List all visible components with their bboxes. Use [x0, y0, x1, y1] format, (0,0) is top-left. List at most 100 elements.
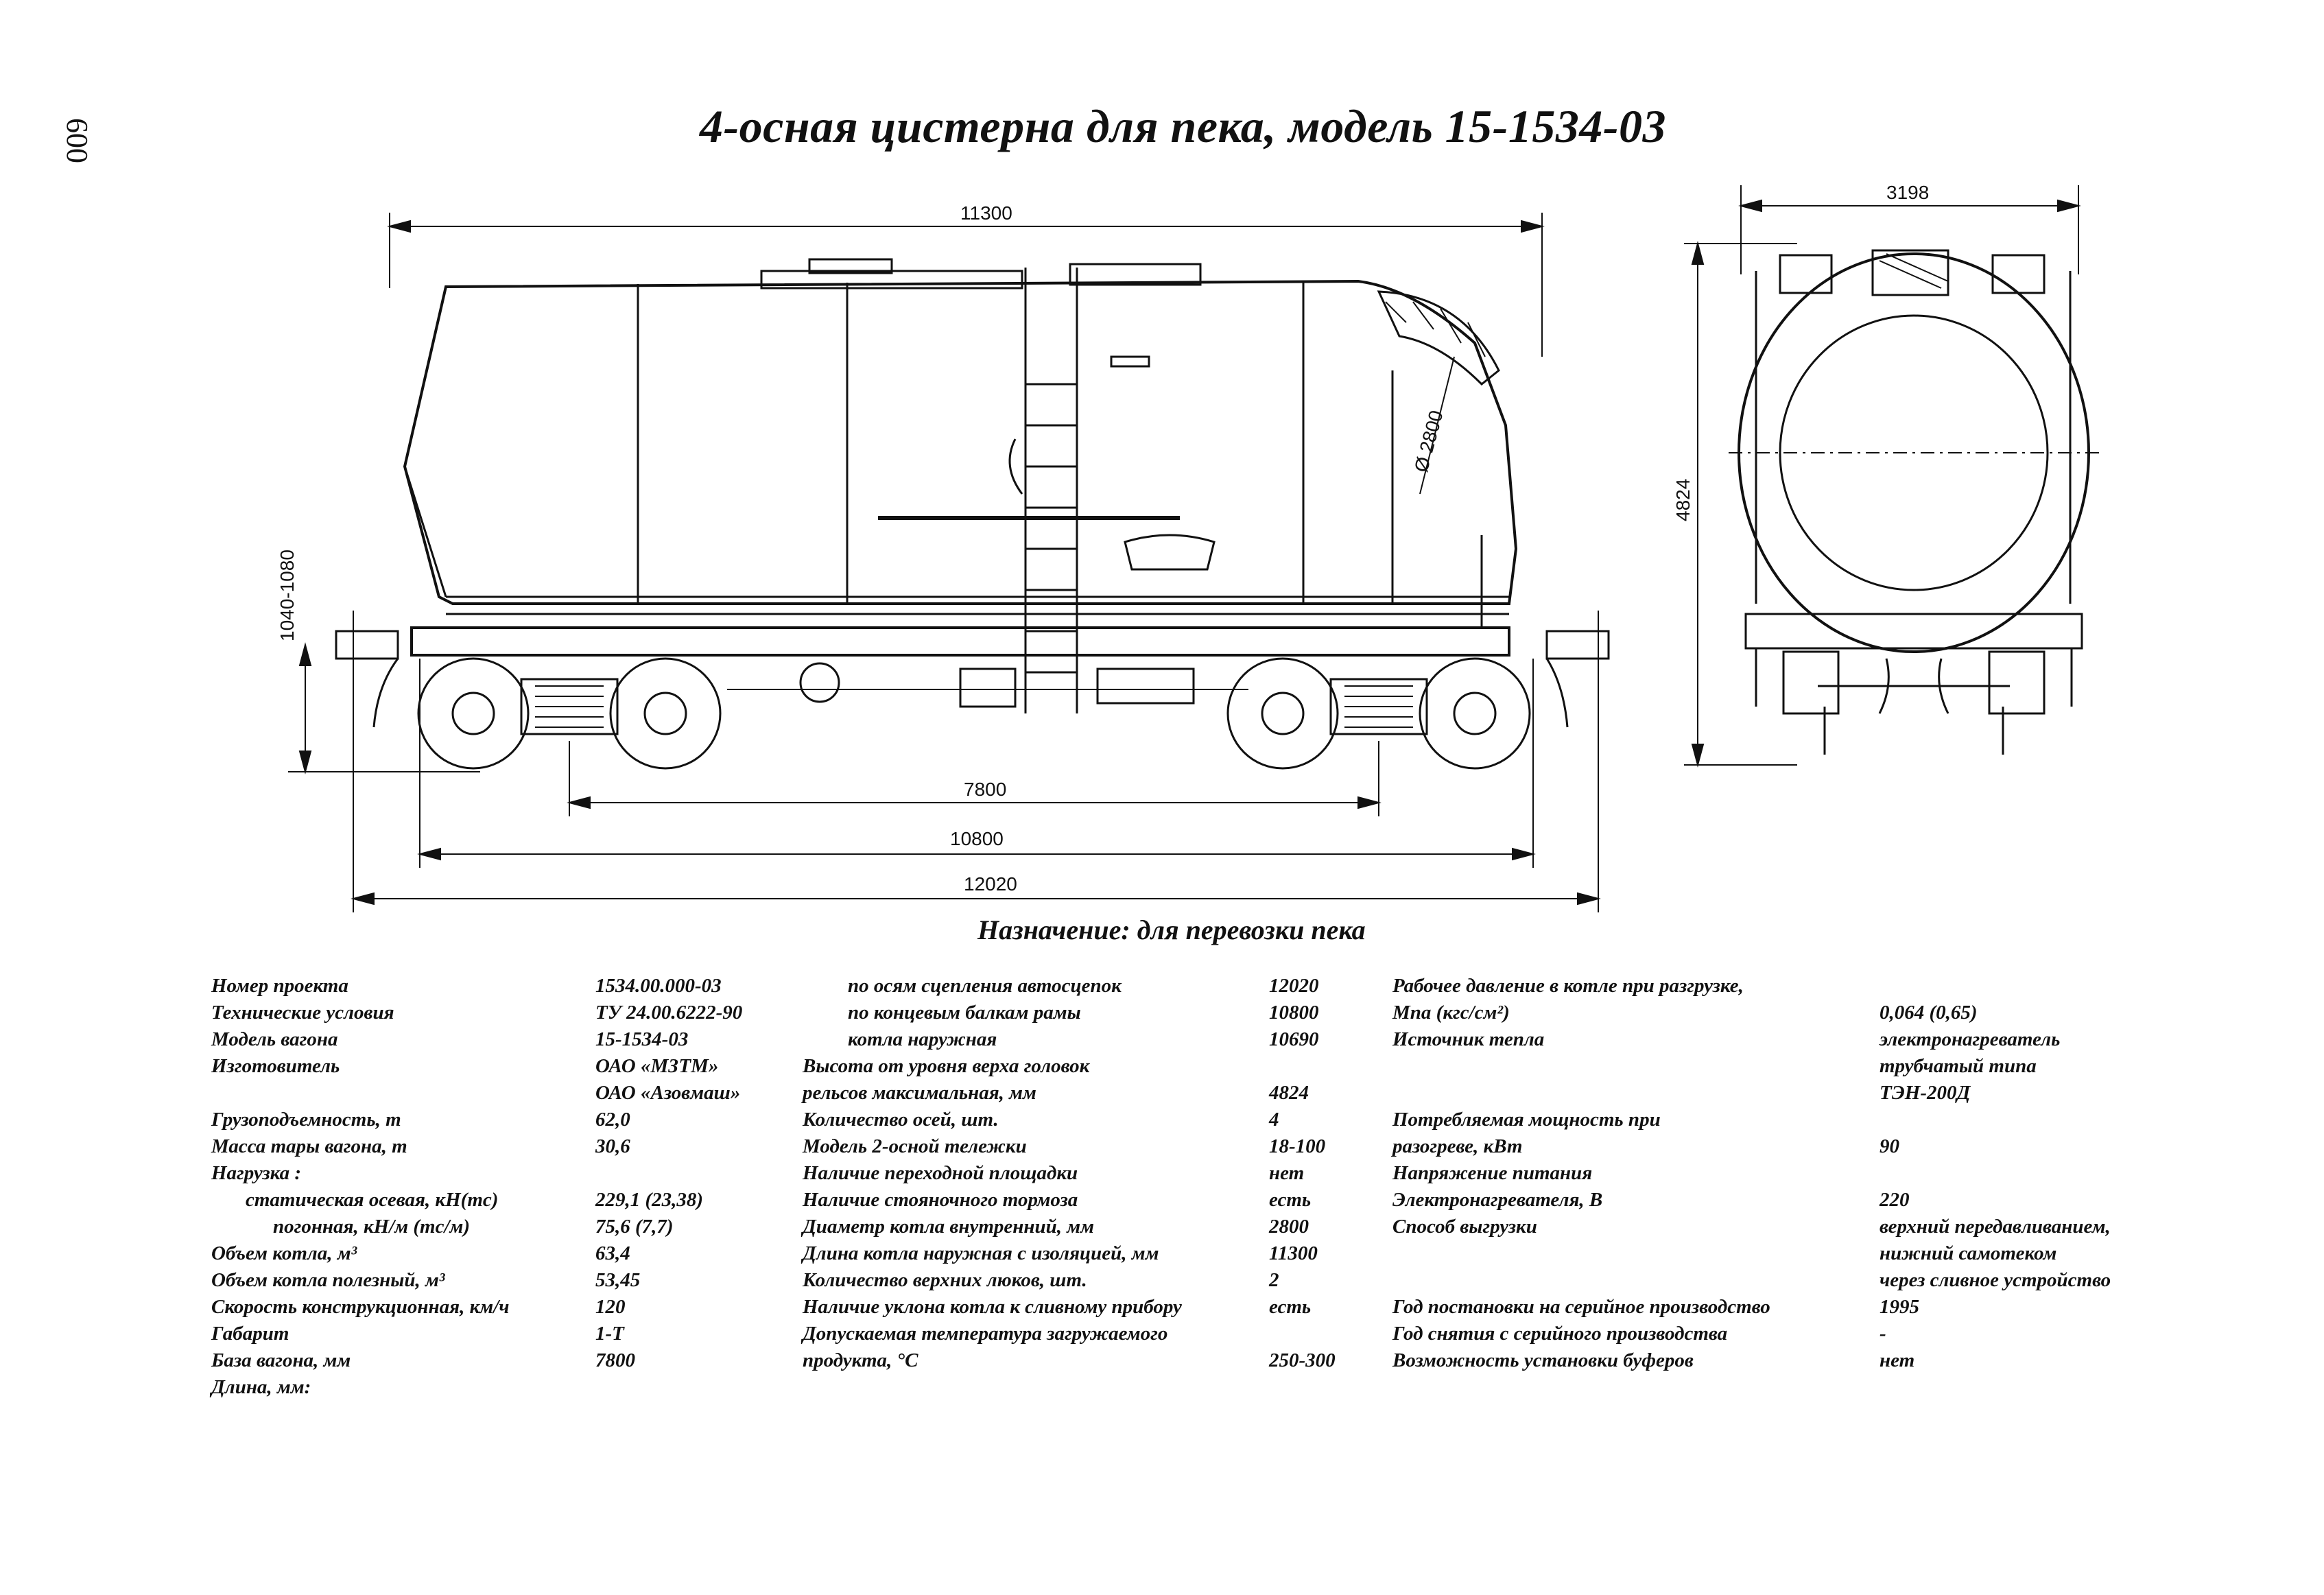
spec-label: Технические условия	[211, 1002, 394, 1024]
spec-value: 120	[595, 1296, 626, 1318]
spec-column-5-labels: Рабочее давление в котле при разгрузке, …	[1392, 973, 1770, 1401]
spec-value: 229,1 (23,38)	[595, 1189, 704, 1211]
spec-value	[1880, 1160, 2111, 1187]
spec-label	[803, 1374, 1182, 1401]
spec-value: 7800	[595, 1349, 635, 1371]
spec-value: верхний передавливанием,	[1880, 1216, 2111, 1238]
spec-label	[1392, 1053, 1770, 1080]
spec-value: 2800	[1269, 1216, 1309, 1238]
spec-label: Потребляемая мощность при	[1392, 1109, 1661, 1131]
spec-label: Масса тары вагона, т	[211, 1135, 407, 1157]
spec-value	[595, 1374, 742, 1401]
side-view-dimensions	[288, 213, 1601, 912]
right-bogie	[1226, 657, 1531, 770]
spec-value: есть	[1269, 1296, 1312, 1318]
spec-label: по концевым балкам рамы	[848, 1002, 1081, 1024]
page-title: 4-осная цистерна для пека, модель 15-153…	[700, 100, 1666, 152]
dim-11300: 11300	[960, 202, 1012, 224]
spec-label: Скорость конструкционная, км/ч	[211, 1296, 510, 1318]
spec-value: 1995	[1880, 1296, 1919, 1318]
spec-label: Диаметр котла внутренний, мм	[803, 1216, 1094, 1238]
spec-value: ТУ 24.00.6222-90	[595, 1002, 743, 1024]
spec-label: Мпа (кгс/см²)	[1392, 1002, 1510, 1024]
spec-column-3-labels: по осям сцепления автосцепок по концевым…	[803, 973, 1182, 1401]
spec-value: 15-1534-03	[595, 1028, 689, 1050]
spec-label: Источник тепла	[1392, 1028, 1545, 1050]
end-view-drawing	[1738, 249, 2090, 755]
spec-column-6-values: 0,064 (0,65) электронагреватель трубчаты…	[1880, 973, 2111, 1401]
spec-label	[211, 1080, 509, 1107]
spec-label: Напряжение питания	[1392, 1162, 1593, 1184]
dim-7800: 7800	[964, 779, 1006, 800]
spec-label: Год снятия с серийного производства	[1392, 1323, 1728, 1345]
spec-value	[1880, 1374, 2111, 1401]
spec-value: 63,4	[595, 1242, 630, 1264]
spec-label: Возможность установки буферов	[1392, 1349, 1694, 1371]
spec-value: 10800	[1269, 1002, 1319, 1024]
spec-label: Электронагревателя, В	[1392, 1189, 1603, 1211]
spec-value: нет	[1880, 1349, 1915, 1371]
spec-label	[1392, 1080, 1770, 1107]
spec-label: котла наружная	[848, 1028, 997, 1050]
spec-label: разогреве, кВт	[1392, 1135, 1523, 1157]
spec-label: продукта, °С	[803, 1349, 918, 1371]
spec-value: ТЭН-200Д	[1880, 1082, 1971, 1104]
spec-value: 250-300	[1269, 1349, 1336, 1371]
spec-label: Наличие переходной площадки	[803, 1162, 1078, 1184]
spec-label: Номер проекта	[211, 975, 348, 997]
spec-label: Изготовитель	[211, 1055, 340, 1077]
spec-label: погонная, кН/м (тс/м)	[273, 1216, 471, 1238]
purpose-heading: Назначение: для перевозки пека	[977, 914, 1366, 945]
spec-column-4-values: 12020 10800 10690 4824 4 18-100 нет есть…	[1269, 973, 1336, 1401]
spec-label: Грузоподъемность, т	[211, 1109, 401, 1131]
spec-column-2-values: 1534.00.000-03 ТУ 24.00.6222-90 15-1534-…	[595, 973, 742, 1401]
dim-12020: 12020	[964, 873, 1017, 895]
spec-value: 0,064 (0,65)	[1880, 1002, 1978, 1024]
dim-4824: 4824	[1672, 479, 1694, 521]
dim-10800: 10800	[950, 828, 1004, 849]
spec-label: Способ выгрузки	[1392, 1216, 1537, 1238]
spec-label: Рабочее давление в котле при разгрузке,	[1392, 975, 1744, 997]
spec-value: 90	[1880, 1135, 1899, 1157]
spec-label: Длина котла наружная с изоляцией, мм	[803, 1242, 1159, 1264]
spec-value: ОАО «Азовмаш»	[595, 1082, 741, 1104]
spec-value: электронагреватель	[1880, 1028, 2061, 1050]
spec-value	[1269, 1321, 1336, 1347]
spec-value: 1534.00.000-03	[595, 975, 722, 997]
spec-value: 18-100	[1269, 1135, 1326, 1157]
spec-value	[1269, 1053, 1336, 1080]
spec-value: 30,6	[595, 1135, 630, 1157]
spec-label: Наличие стояночного тормоза	[803, 1189, 1078, 1211]
spec-label: Наличие уклона котла к сливному прибору	[803, 1296, 1182, 1318]
spec-value: 11300	[1269, 1242, 1318, 1264]
spec-label: Габарит	[211, 1323, 289, 1345]
spec-column-1-labels: Номер проекта Технические условия Модель…	[211, 973, 509, 1401]
spec-label: Год постановки на серийное производство	[1392, 1296, 1770, 1318]
spec-value: 4824	[1269, 1082, 1309, 1104]
spec-value: 4	[1269, 1109, 1279, 1131]
left-bogie	[417, 657, 722, 770]
spec-label: Объем котла, м³	[211, 1242, 357, 1264]
spec-label: Модель 2-осной тележки	[803, 1135, 1027, 1157]
spec-value: трубчатый типа	[1880, 1055, 2037, 1077]
spec-value: 220	[1880, 1189, 1910, 1211]
spec-value: 10690	[1269, 1028, 1319, 1050]
dim-coupler-height: 1040-1080	[276, 550, 298, 641]
spec-label	[1392, 1374, 1770, 1401]
spec-label	[1392, 1240, 1770, 1267]
end-view-dimensions	[1684, 185, 2099, 768]
spec-value	[595, 1160, 742, 1187]
spec-value: 12020	[1269, 975, 1319, 997]
spec-value: ОАО «МЗТМ»	[595, 1055, 719, 1077]
spec-label: Нагрузка :	[211, 1162, 302, 1184]
spec-value: нижний самотеком	[1880, 1242, 2057, 1264]
spec-value: 2	[1269, 1269, 1279, 1291]
spec-value	[1880, 1107, 2111, 1133]
dim-3198: 3198	[1886, 182, 1929, 203]
spec-label: Модель вагона	[211, 1028, 338, 1050]
spec-value: 62,0	[595, 1109, 630, 1131]
spec-label: рельсов максимальная, мм	[803, 1082, 1036, 1104]
spec-label: Допускаемая температура загружаемого	[803, 1323, 1168, 1345]
spec-value: 75,6 (7,7)	[595, 1216, 674, 1238]
